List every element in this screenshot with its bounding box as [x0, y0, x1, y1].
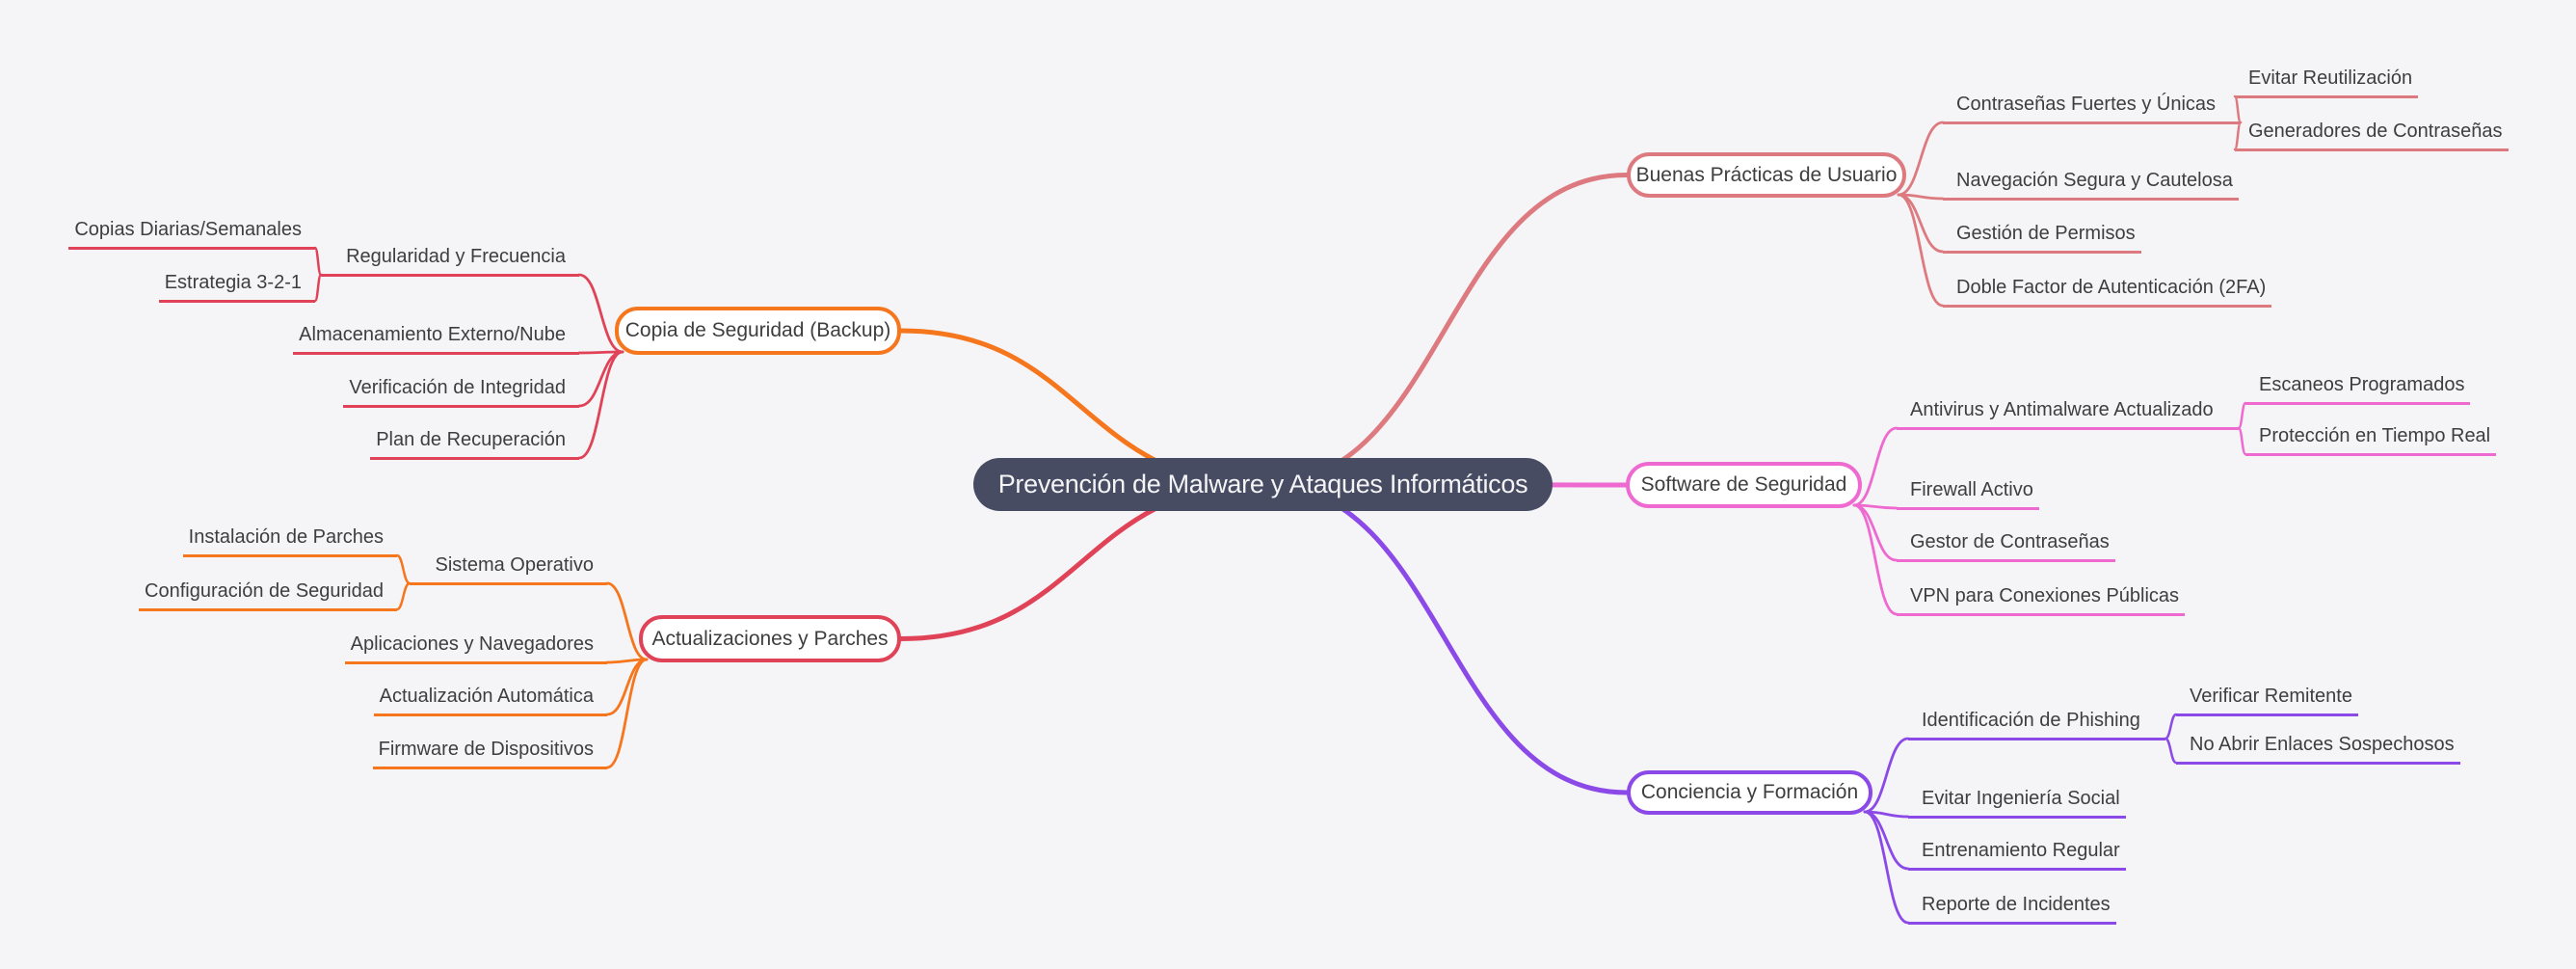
branch-node-copia-de-seguridad[interactable]: Copia de Seguridad (Backup) [615, 307, 901, 355]
node-copias-diarias-semanales[interactable]: Copias Diarias/Semanales [68, 218, 315, 250]
node-generadores-de-contrasenas[interactable]: Generadores de Contraseñas [2235, 120, 2509, 151]
branch-node-actualizaciones[interactable]: Actualizaciones y Parches [639, 615, 901, 662]
node-evitar-reutilizacion[interactable]: Evitar Reutilización [2235, 67, 2419, 98]
node-entrenamiento-regular[interactable]: Entrenamiento Regular [1908, 839, 2126, 871]
node-verificacion-de-integridad[interactable]: Verificación de Integridad [343, 376, 579, 408]
node-firmware-de-dispositivos[interactable]: Firmware de Dispositivos [372, 738, 607, 769]
node-configuracion-de-seguridad[interactable]: Configuración de Seguridad [139, 579, 397, 611]
node-contrasenas-fuertes-unicas[interactable]: Contraseñas Fuertes y Únicas [1943, 93, 2242, 124]
node-vpn-conexiones-publicas[interactable]: VPN para Conexiones Públicas [1897, 584, 2186, 616]
branch-node-buenas-practicas[interactable]: Buenas Prácticas de Usuario [1627, 152, 1906, 198]
node-instalacion-de-parches[interactable]: Instalación de Parches [182, 525, 397, 557]
node-doble-factor-autenticacion[interactable]: Doble Factor de Autenticación (2FA) [1943, 276, 2272, 308]
node-no-abrir-enlaces-sospechosos[interactable]: No Abrir Enlaces Sospechosos [2176, 733, 2460, 765]
node-identificacion-de-phishing[interactable]: Identificación de Phishing [1908, 709, 2165, 740]
node-plan-de-recuperacion[interactable]: Plan de Recuperación [370, 428, 579, 460]
node-escaneos-programados[interactable]: Escaneos Programados [2245, 373, 2471, 405]
node-estrategia-3-2-1[interactable]: Estrategia 3-2-1 [158, 271, 315, 303]
root-node[interactable]: Prevención de Malware y Ataques Informát… [973, 458, 1553, 511]
node-almacenamiento-externo-nube[interactable]: Almacenamiento Externo/Nube [293, 323, 579, 355]
node-gestion-de-permisos[interactable]: Gestión de Permisos [1943, 222, 2141, 254]
node-proteccion-tiempo-real[interactable]: Protección en Tiempo Real [2245, 424, 2497, 456]
node-navegacion-segura-cautelosa[interactable]: Navegación Segura y Cautelosa [1943, 169, 2239, 201]
branch-node-software-seguridad[interactable]: Software de Seguridad [1626, 462, 1862, 508]
node-firewall-activo[interactable]: Firewall Activo [1897, 478, 2039, 510]
node-reporte-de-incidentes[interactable]: Reporte de Incidentes [1908, 893, 2116, 925]
node-verificar-remitente[interactable]: Verificar Remitente [2176, 685, 2358, 716]
node-sistema-operativo[interactable]: Sistema Operativo [410, 553, 607, 585]
node-aplicaciones-y-navegadores[interactable]: Aplicaciones y Navegadores [344, 633, 607, 664]
node-actualizacion-automatica[interactable]: Actualización Automática [373, 685, 607, 716]
branch-node-conciencia-formacion[interactable]: Conciencia y Formación [1627, 770, 1872, 815]
node-evitar-ingenieria-social[interactable]: Evitar Ingeniería Social [1908, 787, 2126, 819]
node-regularidad-y-frecuencia[interactable]: Regularidad y Frecuencia [321, 245, 579, 277]
node-gestor-de-contrasenas[interactable]: Gestor de Contraseñas [1897, 530, 2115, 562]
node-antivirus-antimalware[interactable]: Antivirus y Antimalware Actualizado [1897, 398, 2239, 430]
